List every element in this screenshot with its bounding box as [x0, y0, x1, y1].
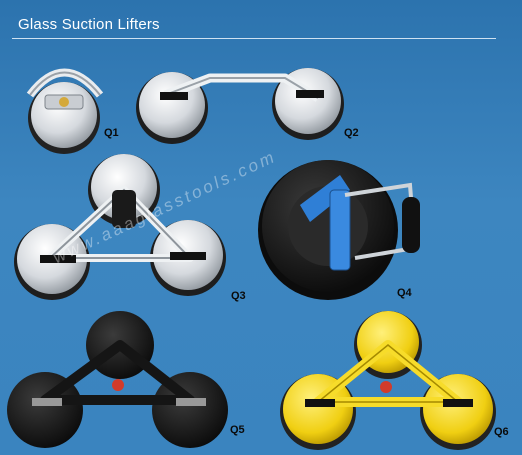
title-divider: [12, 38, 496, 39]
product-q6[interactable]: [280, 311, 496, 450]
page-title: Glass Suction Lifters: [18, 16, 160, 33]
product-label-q1: Q1: [104, 127, 119, 139]
product-label-q4: Q4: [397, 287, 412, 299]
product-label-q3: Q3: [231, 290, 246, 302]
product-label-q5: Q5: [230, 424, 245, 436]
product-label-q6: Q6: [494, 426, 509, 438]
product-q4[interactable]: [258, 160, 420, 300]
product-q1[interactable]: [26, 68, 104, 155]
product-q3[interactable]: [14, 154, 226, 300]
product-label-q2: Q2: [344, 127, 359, 139]
product-q2[interactable]: [136, 68, 344, 144]
product-q5[interactable]: [7, 311, 228, 448]
